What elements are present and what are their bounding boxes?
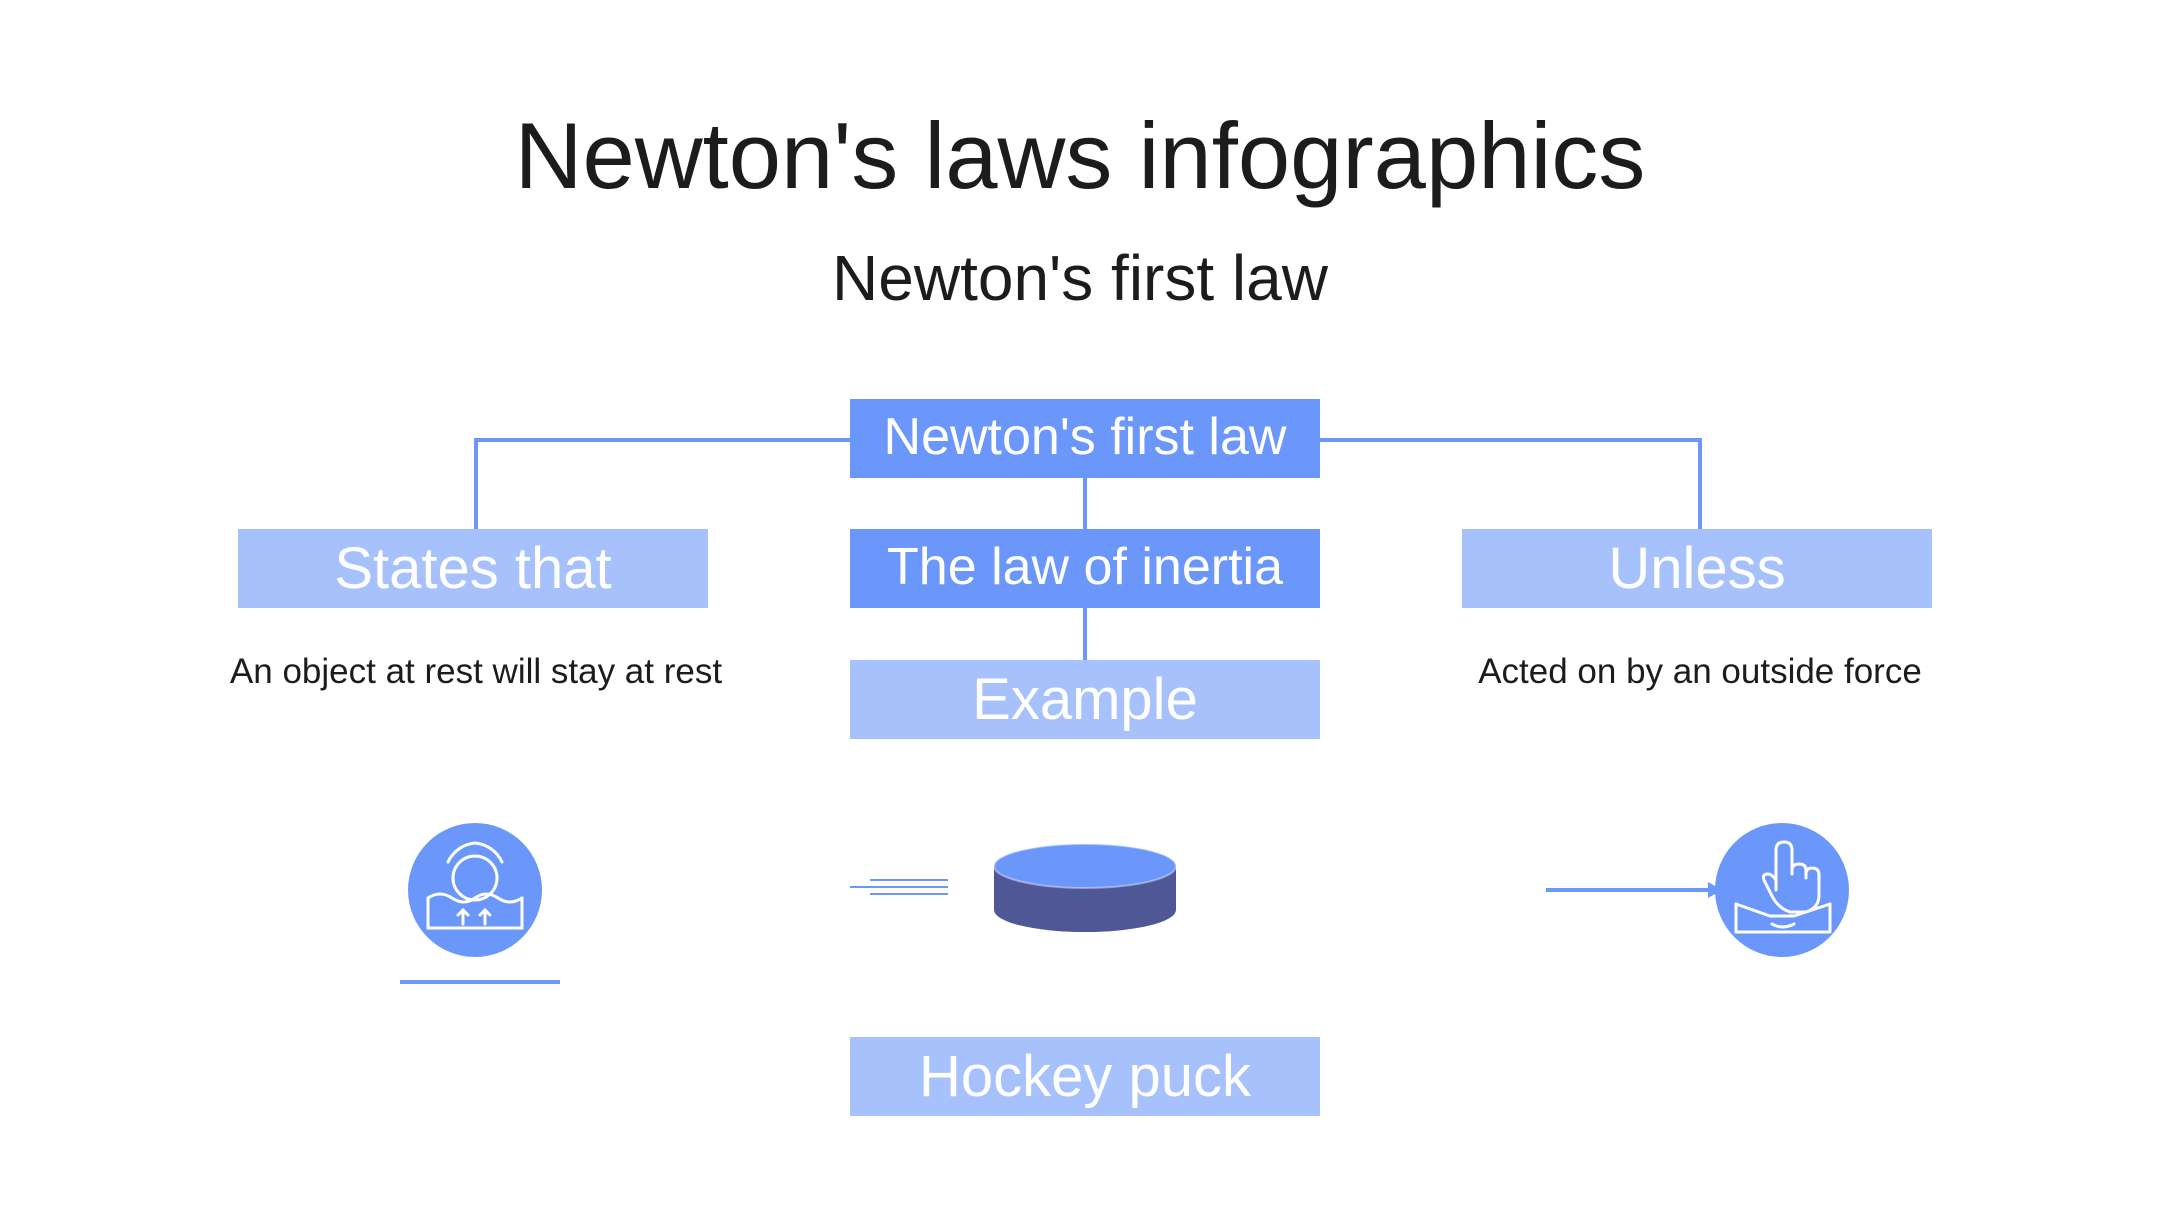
left-description: An object at rest will stay at rest <box>229 652 723 691</box>
example-value-label: Hockey puck <box>918 1044 1252 1109</box>
left-node: States that <box>238 529 708 608</box>
root-node-label: Newton's first law <box>883 407 1287 466</box>
hand-pushing-icon <box>1546 823 1849 957</box>
example-node-label: Example <box>972 667 1198 732</box>
example-node: Example <box>850 660 1320 739</box>
center-node-label: The law of inertia <box>887 537 1283 596</box>
right-node-label: Unless <box>1608 536 1786 601</box>
connector-root-left <box>474 438 850 530</box>
floating-object-water-icon <box>400 823 560 984</box>
hockey-puck-icon <box>850 843 1177 932</box>
center-node: The law of inertia <box>850 529 1320 608</box>
right-node: Unless <box>1462 529 1932 608</box>
page-subtitle: Newton's first law <box>832 242 1328 314</box>
page-title: Newton's laws infographics <box>514 103 1646 208</box>
left-node-label: States that <box>334 536 612 601</box>
right-description: Acted on by an outside force <box>1478 652 1922 691</box>
example-value-node: Hockey puck <box>850 1037 1320 1116</box>
root-node: Newton's first law <box>850 399 1320 478</box>
connector-root-right <box>1320 438 1702 530</box>
